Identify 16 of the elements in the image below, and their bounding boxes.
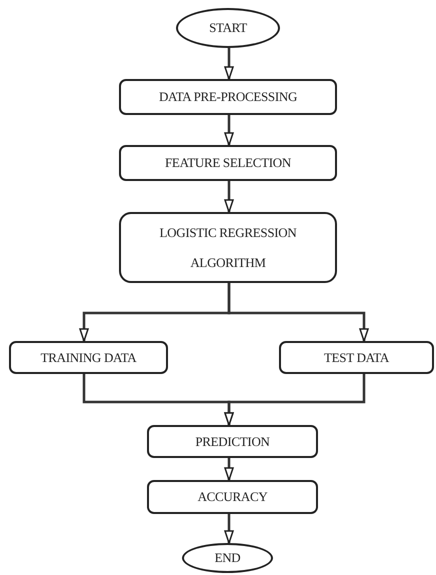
terminal-ellipse: START (176, 8, 280, 48)
process-box: PREDICTION (147, 425, 318, 458)
arrow (224, 48, 234, 80)
process-box: DATA PRE-PROCESSING (119, 79, 337, 115)
process-box: LOGISTIC REGRESSION ALGORITHM (119, 212, 337, 283)
process-box: FEATURE SELECTION (119, 145, 337, 181)
arrow (228, 283, 369, 342)
process-box: TEST DATA (279, 341, 434, 374)
arrow (224, 181, 234, 213)
arrow (224, 374, 366, 426)
terminal-ellipse: END (182, 543, 273, 573)
arrow (224, 115, 234, 146)
arrow (224, 458, 234, 481)
process-box: ACCURACY (147, 480, 318, 514)
process-box: TRAINING DATA (9, 341, 168, 374)
arrow (224, 514, 234, 544)
